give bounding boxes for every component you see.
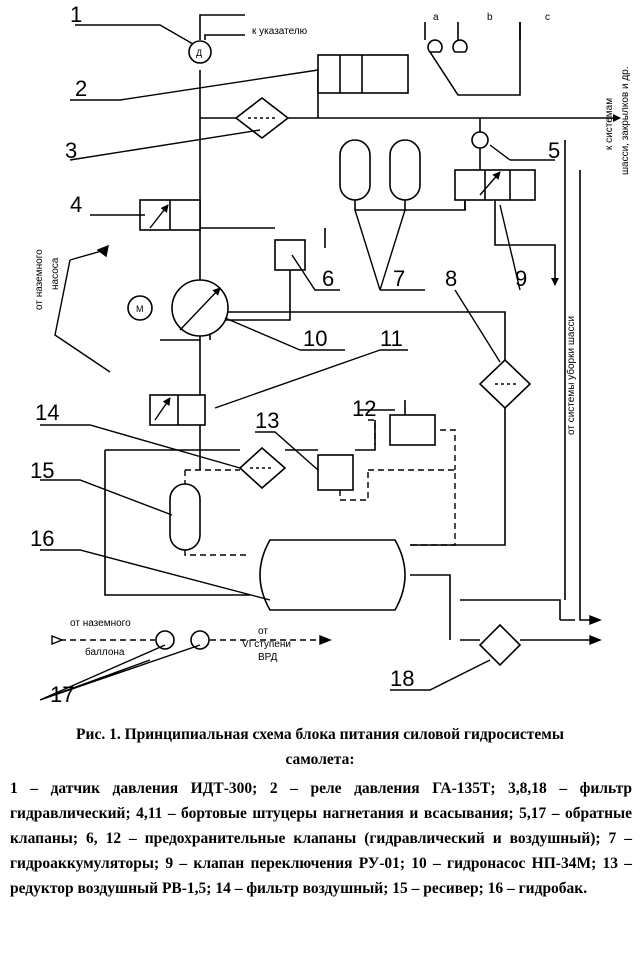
callout-13: 13 (255, 408, 279, 433)
hydraulic-schematic: 1 2 3 4 5 6 7 8 9 10 11 12 13 14 15 16 1… (30, 2, 631, 707)
callout-6: 6 (322, 266, 334, 291)
callout-9: 9 (515, 266, 527, 291)
callout-4: 4 (70, 192, 82, 217)
label-engine-1: от (258, 626, 268, 637)
label-switch-c: c (545, 12, 550, 23)
figure-caption: Рис. 1. Принципиальная схема блока питан… (0, 718, 640, 975)
label-ground-tank-2: баллона (85, 646, 125, 658)
label-to-systems-2: шасси, закрылков и др. (620, 66, 631, 175)
callout-16: 16 (30, 526, 54, 551)
label-ground-tank-1: от наземного (70, 618, 131, 629)
callout-14: 14 (35, 400, 59, 425)
callout-5: 5 (548, 138, 560, 163)
callout-18: 18 (390, 666, 414, 691)
callout-17: 17 (50, 682, 74, 707)
callout-12: 12 (352, 396, 376, 421)
label-motor: М (136, 304, 144, 314)
callout-1: 1 (70, 2, 82, 27)
label-switch-b: b (487, 12, 493, 23)
callout-10: 10 (303, 326, 327, 351)
label-sensor: Д (196, 48, 202, 58)
caption-legend: 1 – датчик давления ИДТ-300; 2 – реле да… (10, 780, 632, 897)
callout-11: 11 (380, 326, 403, 351)
label-gear-retract: от системы уборки шасси (565, 316, 577, 435)
label-ground-pump-1: от наземного (34, 249, 45, 310)
callout-2: 2 (75, 76, 87, 101)
callout-8: 8 (445, 266, 457, 291)
caption-title: Рис. 1. Принципиальная схема блока питан… (76, 726, 564, 768)
label-engine-3: ВРД (258, 652, 278, 663)
label-switch-a: a (433, 12, 439, 23)
label-ground-pump-2: насоса (50, 257, 61, 290)
callout-3: 3 (65, 138, 77, 163)
callout-7: 7 (393, 266, 405, 291)
callout-15: 15 (30, 458, 54, 483)
label-to-indicator: к указателю (252, 26, 308, 37)
label-to-systems-1: к системам (604, 98, 615, 150)
label-engine-2: VI ступени (242, 639, 291, 650)
